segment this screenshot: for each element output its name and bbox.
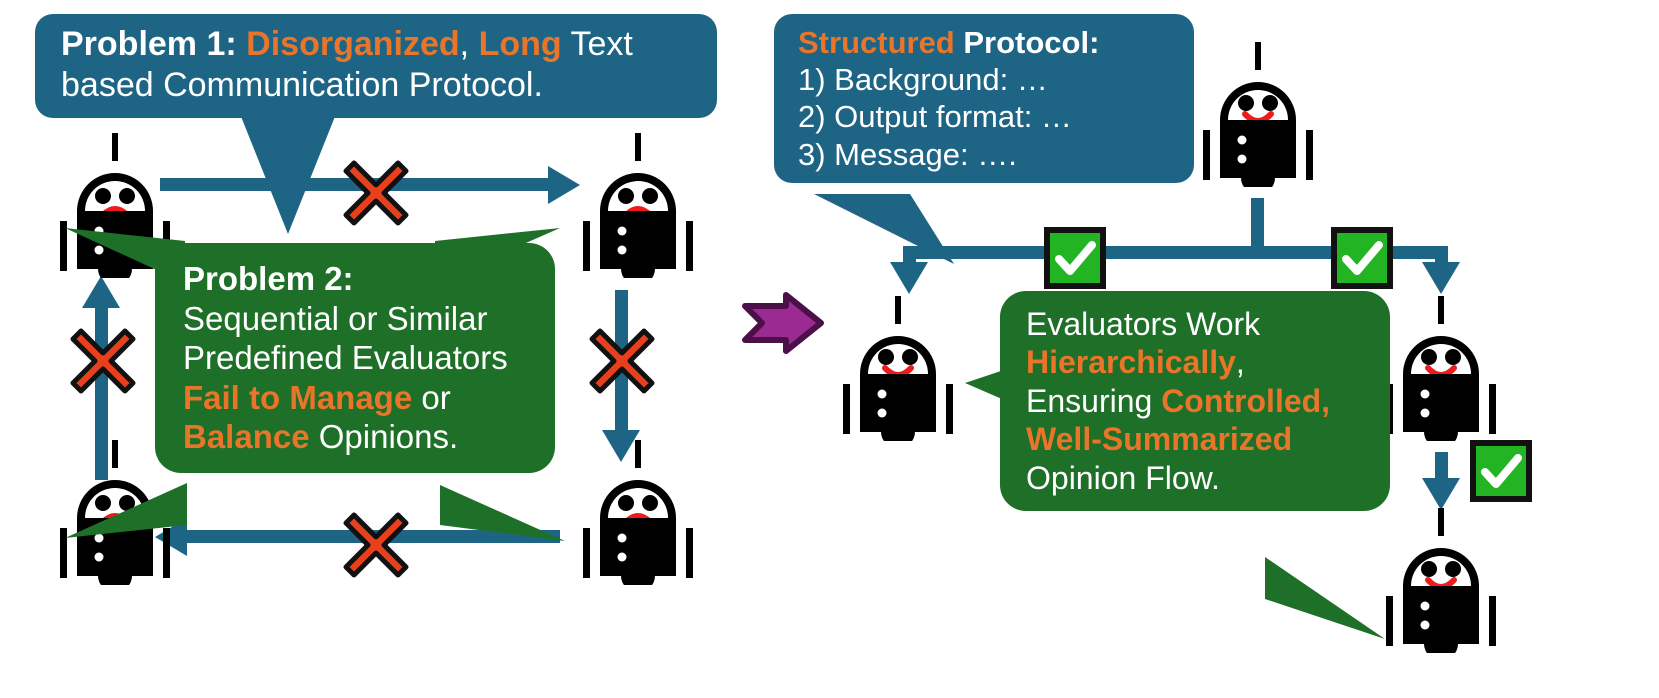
problem2-hl-fail: Fail to Manage [183,378,413,416]
x-mark-icon-left [70,328,136,394]
x-mark-icon-bottom [343,512,409,578]
evaluators-line1: Evaluators Work [1026,306,1261,342]
problem1-text-word: Text [561,25,633,63]
x-mark-icon-top [343,160,409,226]
check-mark-icon-leaf [1470,440,1532,502]
agent-leaf[interactable] [1381,508,1501,653]
evaluators-line5: Opinion Flow. [1026,459,1220,496]
edge-top-arrowhead [548,166,580,204]
problem2-hl-balance: Balance [183,418,310,456]
problem2-line4-rest: Opinions. [309,418,459,456]
agent-bottom-right[interactable] [578,440,698,585]
problem2-line1: Sequential or Similar [183,299,488,337]
x-mark-icon-right [589,328,655,394]
evaluators-line3: Ensuring Controlled, [1026,382,1372,420]
problem1-hl-disorganized: Disorganized [246,25,460,63]
agent-top-right[interactable] [578,133,698,278]
edge-right-arrowhead [602,430,640,462]
problem1-colon: : [225,25,247,63]
tree-branch-right-arrowhead [1422,262,1460,294]
problem1-line1: Problem 1: Disorganized, Long Text [61,24,697,65]
evaluators-line2-rest: , [1235,344,1245,381]
protocol-item-3: 3) Message: …. [798,136,1017,172]
problem2-heading: Problem 2: [183,260,354,297]
transition-arrow-icon [742,292,824,354]
protocol-title-rest: Protocol: [954,25,1100,60]
problem1-hl-long: Long [478,25,562,63]
check-mark-icon-right [1331,227,1393,289]
problem2-line2: Predefined Evaluators [183,339,508,377]
evaluators-hl-well-summarized: Well-Summarized [1026,421,1293,458]
problem2-line4: Balance Opinions. [183,417,535,457]
problem1-comma: , [459,25,479,63]
agent-root[interactable] [1198,42,1318,187]
protocol-item-1: 1) Background: … [798,62,1048,98]
protocol-title-hl: Structured [798,25,955,60]
protocol-item-2: 2) Output format: … [798,99,1072,135]
protocol-bubble: Structured Protocol: 1) Background: … 2)… [774,14,1194,264]
problem1-bubble: Problem 1: Disorganized, Long Text based… [35,14,717,234]
protocol-title: Structured Protocol: [798,24,1176,61]
agent-right-child[interactable] [1381,296,1501,441]
protocol-bubble-tail [814,194,954,264]
evaluators-line2: Hierarchically, [1026,343,1372,381]
check-mark-icon-left [1044,227,1106,289]
problem1-label: Problem 1 [61,25,226,63]
problem1-bubble-tail [240,114,336,234]
evaluators-bubble: Evaluators Work Hierarchically, Ensuring… [965,291,1390,639]
problem1-line2: based Communication Protocol. [61,65,543,104]
agent-left-child[interactable] [838,296,958,441]
problem2-line3: Fail to Manage or [183,378,535,418]
evaluators-line3-rest: Ensuring [1026,382,1162,419]
edge-left-arrowhead [82,276,120,308]
problem2-line3-rest: or [412,378,451,416]
agent-bottom-left[interactable] [55,440,175,585]
evaluators-line4: Well-Summarized [1026,420,1372,458]
tree-leaf-arrowhead [1422,478,1460,510]
evaluators-hl-hierarchically: Hierarchically [1026,344,1236,381]
problem2-bubble: Problem 2: Sequential or Similar Predefi… [65,228,565,541]
evaluators-hl-controlled: Controlled, [1161,382,1331,419]
tree-horizontal-bus [903,246,1448,259]
tree-root-stem [1251,198,1264,253]
tree-branch-left-arrowhead [890,262,928,294]
